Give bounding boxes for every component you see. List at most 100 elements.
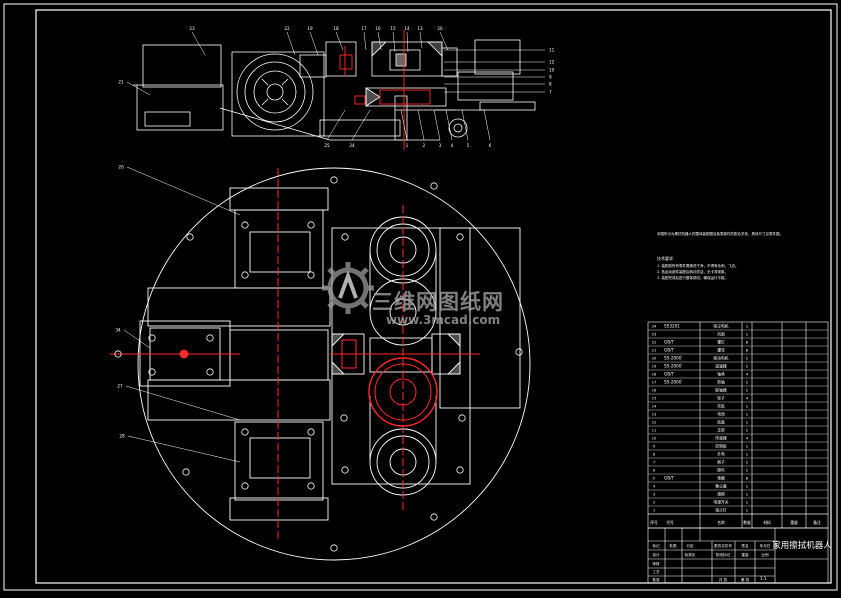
bom-qty: 2	[746, 387, 749, 392]
bom-seq: 7	[653, 460, 655, 464]
title-block-label: 共 张	[719, 577, 728, 582]
upper-wheel	[229, 187, 329, 211]
bom-qty: 8	[746, 347, 749, 352]
tech-item-1: 1. 装配前所有零件需清洗干净，不得有毛刺、飞边。	[657, 264, 739, 268]
bom-code: SS3201	[664, 323, 680, 328]
bolt-hole	[341, 466, 349, 474]
bom-name: 转轴	[717, 379, 725, 384]
bolt-hole	[241, 221, 249, 229]
callout-bottom-4: 4	[451, 143, 454, 148]
bom-code: SS-2000	[664, 355, 682, 360]
bom-name: 联轴器	[715, 387, 727, 392]
bom-seq: 22	[652, 340, 657, 344]
bolt-hole	[182, 468, 190, 476]
bom-seq: 9	[653, 444, 656, 448]
bom-name: 轴承	[717, 371, 725, 376]
bom-seq: 10	[652, 436, 657, 440]
bolt-hole	[206, 334, 214, 342]
bom-qty: 2	[746, 467, 749, 472]
bom-name: 刷子	[717, 459, 725, 464]
bolt-hole	[307, 482, 315, 490]
bom-qty: 1	[746, 507, 749, 512]
callout-top-19: 19	[307, 26, 313, 31]
title-block	[647, 527, 829, 584]
callout-bottom-6: 6	[489, 143, 492, 148]
bom-header: 序号	[650, 520, 658, 525]
bom-seq: 14	[652, 404, 657, 408]
bom-seq: 21	[652, 348, 657, 352]
roller-drive-accent	[368, 357, 438, 427]
bom-seq: 4	[653, 484, 656, 488]
bom-code: GB/T	[664, 339, 675, 344]
callout-right-11: 11	[549, 48, 555, 53]
side-battery-cell	[144, 111, 191, 127]
bom-name: 集尘盒	[715, 483, 727, 488]
bom-qty: 1	[746, 403, 749, 408]
bom-seq: 18	[652, 372, 657, 376]
bom-qty: 1	[746, 419, 749, 424]
bolt-hole	[186, 233, 194, 241]
bolt-hole	[515, 348, 523, 356]
bom-name: 吸尘电机	[713, 323, 728, 328]
bom-seq: 24	[652, 324, 657, 328]
bom-qty: 8	[746, 475, 749, 480]
callout-top-17: 17	[361, 26, 367, 31]
bom-qty: 2	[746, 459, 749, 464]
callout-left-20: 20	[118, 165, 124, 170]
callout-top-26: 26	[437, 26, 443, 31]
callout-top-23: 23	[189, 26, 195, 31]
tech-heading: 技术要求	[657, 256, 673, 261]
bom-name: 滚刷	[717, 491, 725, 496]
bom-name: 电源开关	[713, 499, 728, 504]
bolt-hole	[430, 513, 438, 521]
title-block-label: 阶段标记	[716, 552, 731, 557]
bom-qty: 1	[746, 451, 749, 456]
bolt-hole	[241, 482, 249, 490]
bom-qty: 1	[746, 483, 749, 488]
bolt-hole	[458, 414, 466, 422]
bom-name: 底盘	[717, 419, 725, 424]
bolt-hole	[241, 428, 249, 436]
callout-bottom-25: 25	[324, 143, 330, 148]
callout-left-27: 27	[117, 384, 123, 389]
title-block-label: 签名	[741, 543, 749, 548]
callout-bottom-5: 5	[467, 143, 470, 148]
bom-table	[647, 321, 829, 529]
bom-qty: 8	[746, 339, 749, 344]
side-wheel-housing	[231, 51, 325, 137]
bom-code: SS-2000	[664, 363, 682, 368]
side-caster-wheel	[448, 118, 468, 138]
bom-qty: 1	[746, 491, 749, 496]
bom-seq: 15	[652, 396, 657, 400]
scale-value: 1:1	[760, 576, 767, 581]
bom-header: 名称	[717, 520, 725, 525]
title-block-label: 批准	[652, 577, 660, 582]
bom-header: 备注	[813, 520, 821, 525]
side-coupling-block	[325, 41, 357, 77]
bom-qty: 1	[746, 411, 749, 416]
bom-name: 风扇	[717, 331, 725, 336]
callout-right-12: 12	[549, 60, 555, 65]
bom-name: 传感器	[715, 435, 727, 440]
bom-name: 轮子	[717, 395, 725, 400]
bolt-hole	[456, 233, 464, 241]
bom-name: 减速器	[715, 363, 727, 368]
callout-top-15: 15	[390, 26, 396, 31]
bolt-hole	[148, 368, 156, 376]
bom-qty: 4	[746, 371, 749, 376]
side-right-motor	[474, 39, 521, 75]
bom-qty: 2	[746, 427, 749, 432]
side-wheel-outer	[236, 53, 314, 131]
bolt-hole	[307, 221, 315, 229]
bom-qty: 1	[746, 323, 749, 328]
bom-seq: 23	[652, 332, 657, 336]
outer-border	[3, 3, 838, 591]
bom-name: 螺钉	[717, 339, 725, 344]
bom-header: 材料	[763, 520, 771, 525]
callout-left-21: 21	[118, 80, 124, 85]
bom-name: 驱动电机	[713, 355, 728, 360]
bom-header: 数量	[743, 520, 751, 525]
side-battery-box	[136, 84, 224, 131]
